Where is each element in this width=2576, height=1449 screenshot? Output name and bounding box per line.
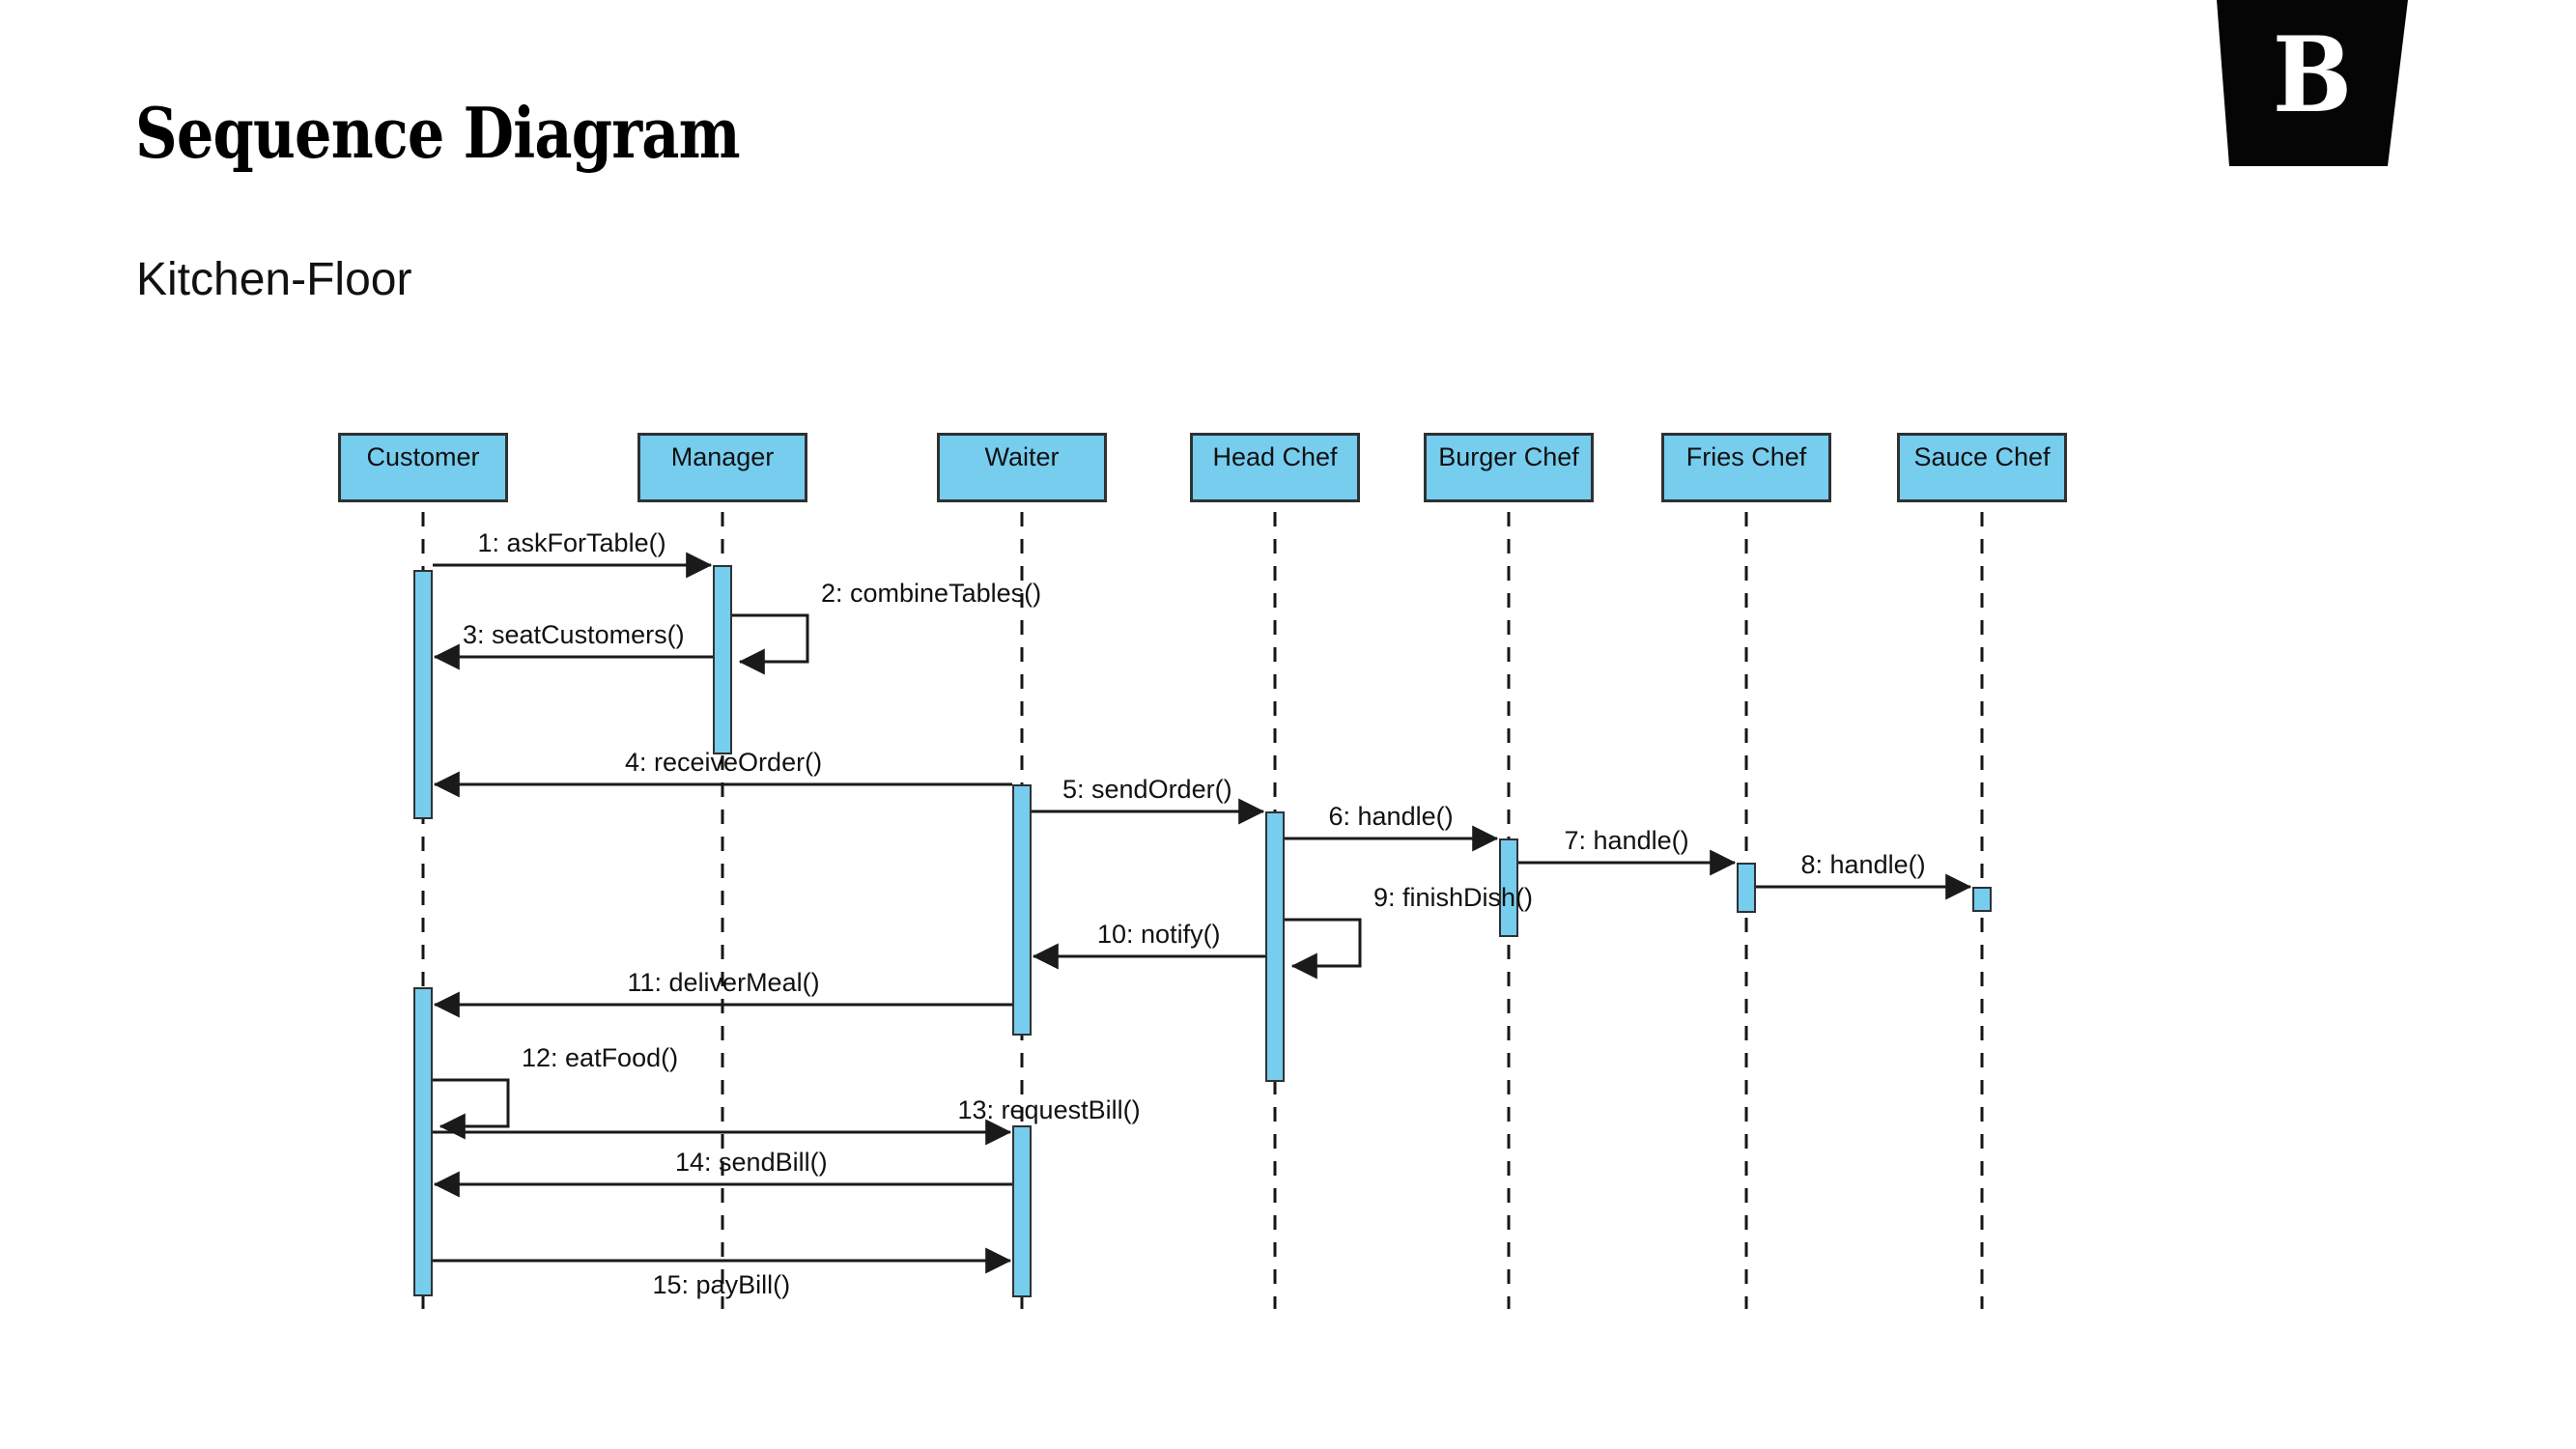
message-label-10: 10: notify() xyxy=(1097,920,1221,949)
activation-bar-sauce_chef xyxy=(1972,887,1992,912)
page-title: Sequence Diagram xyxy=(135,92,741,174)
message-label-2: 2: combineTables() xyxy=(821,579,1042,608)
brand-logo: B xyxy=(2216,0,2409,166)
participant-label: Burger Chef xyxy=(1438,442,1579,471)
message-label-12: 12: eatFood() xyxy=(522,1043,679,1072)
participant-header-head_chef[interactable]: Head Chef xyxy=(1190,433,1360,502)
participant-header-customer[interactable]: Customer xyxy=(338,433,508,502)
activation-bar-customer xyxy=(413,570,433,819)
participant-label: Customer xyxy=(366,442,480,471)
participant-label: Waiter xyxy=(984,442,1060,471)
activation-bar-customer xyxy=(413,987,433,1296)
message-label-8: 8: handle() xyxy=(1800,850,1926,879)
message-label-4: 4: receiveOrder() xyxy=(625,748,823,777)
participant-label: Manager xyxy=(670,442,775,471)
message-arrow-12 xyxy=(433,1078,510,1140)
message-label-3: 3: seatCustomers() xyxy=(463,620,685,649)
participant-label: Head Chef xyxy=(1212,442,1338,471)
participant-header-waiter[interactable]: Waiter xyxy=(937,433,1107,502)
message-arrows xyxy=(433,552,1972,1274)
activation-bar-waiter xyxy=(1012,784,1032,1036)
participant-label: Sauce Chef xyxy=(1913,442,2051,471)
participant-header-sauce_chef[interactable]: Sauce Chef xyxy=(1897,433,2067,502)
message-label-14: 14: sendBill() xyxy=(675,1148,828,1177)
activation-bar-waiter xyxy=(1012,1125,1032,1297)
message-label-1: 1: askForTable() xyxy=(477,528,666,557)
message-label-11: 11: deliverMeal() xyxy=(627,968,820,997)
message-arrow-2 xyxy=(732,613,809,675)
participant-header-burger_chef[interactable]: Burger Chef xyxy=(1424,433,1594,502)
participant-header-manager[interactable]: Manager xyxy=(637,433,807,502)
message-label-9: 9: finishDish() xyxy=(1373,883,1534,912)
message-arrow-9 xyxy=(1285,918,1362,980)
message-label-15: 15: payBill() xyxy=(652,1270,791,1299)
page-subtitle: Kitchen-Floor xyxy=(136,254,412,305)
activation-bar-head_chef xyxy=(1265,811,1285,1082)
logo-letter: B xyxy=(2272,14,2353,136)
activation-bar-burger_chef xyxy=(1499,838,1518,937)
participant-header-fries_chef[interactable]: Fries Chef xyxy=(1661,433,1831,502)
message-label-7: 7: handle() xyxy=(1564,826,1689,855)
message-label-5: 5: sendOrder() xyxy=(1062,775,1232,804)
participant-label: Fries Chef xyxy=(1685,442,1807,471)
activation-bar-manager xyxy=(713,565,732,754)
logo-slab-shape xyxy=(2217,0,2408,166)
activation-bar-fries_chef xyxy=(1737,863,1756,913)
message-label-13: 13: requestBill() xyxy=(957,1095,1141,1124)
message-label-6: 6: handle() xyxy=(1328,802,1454,831)
